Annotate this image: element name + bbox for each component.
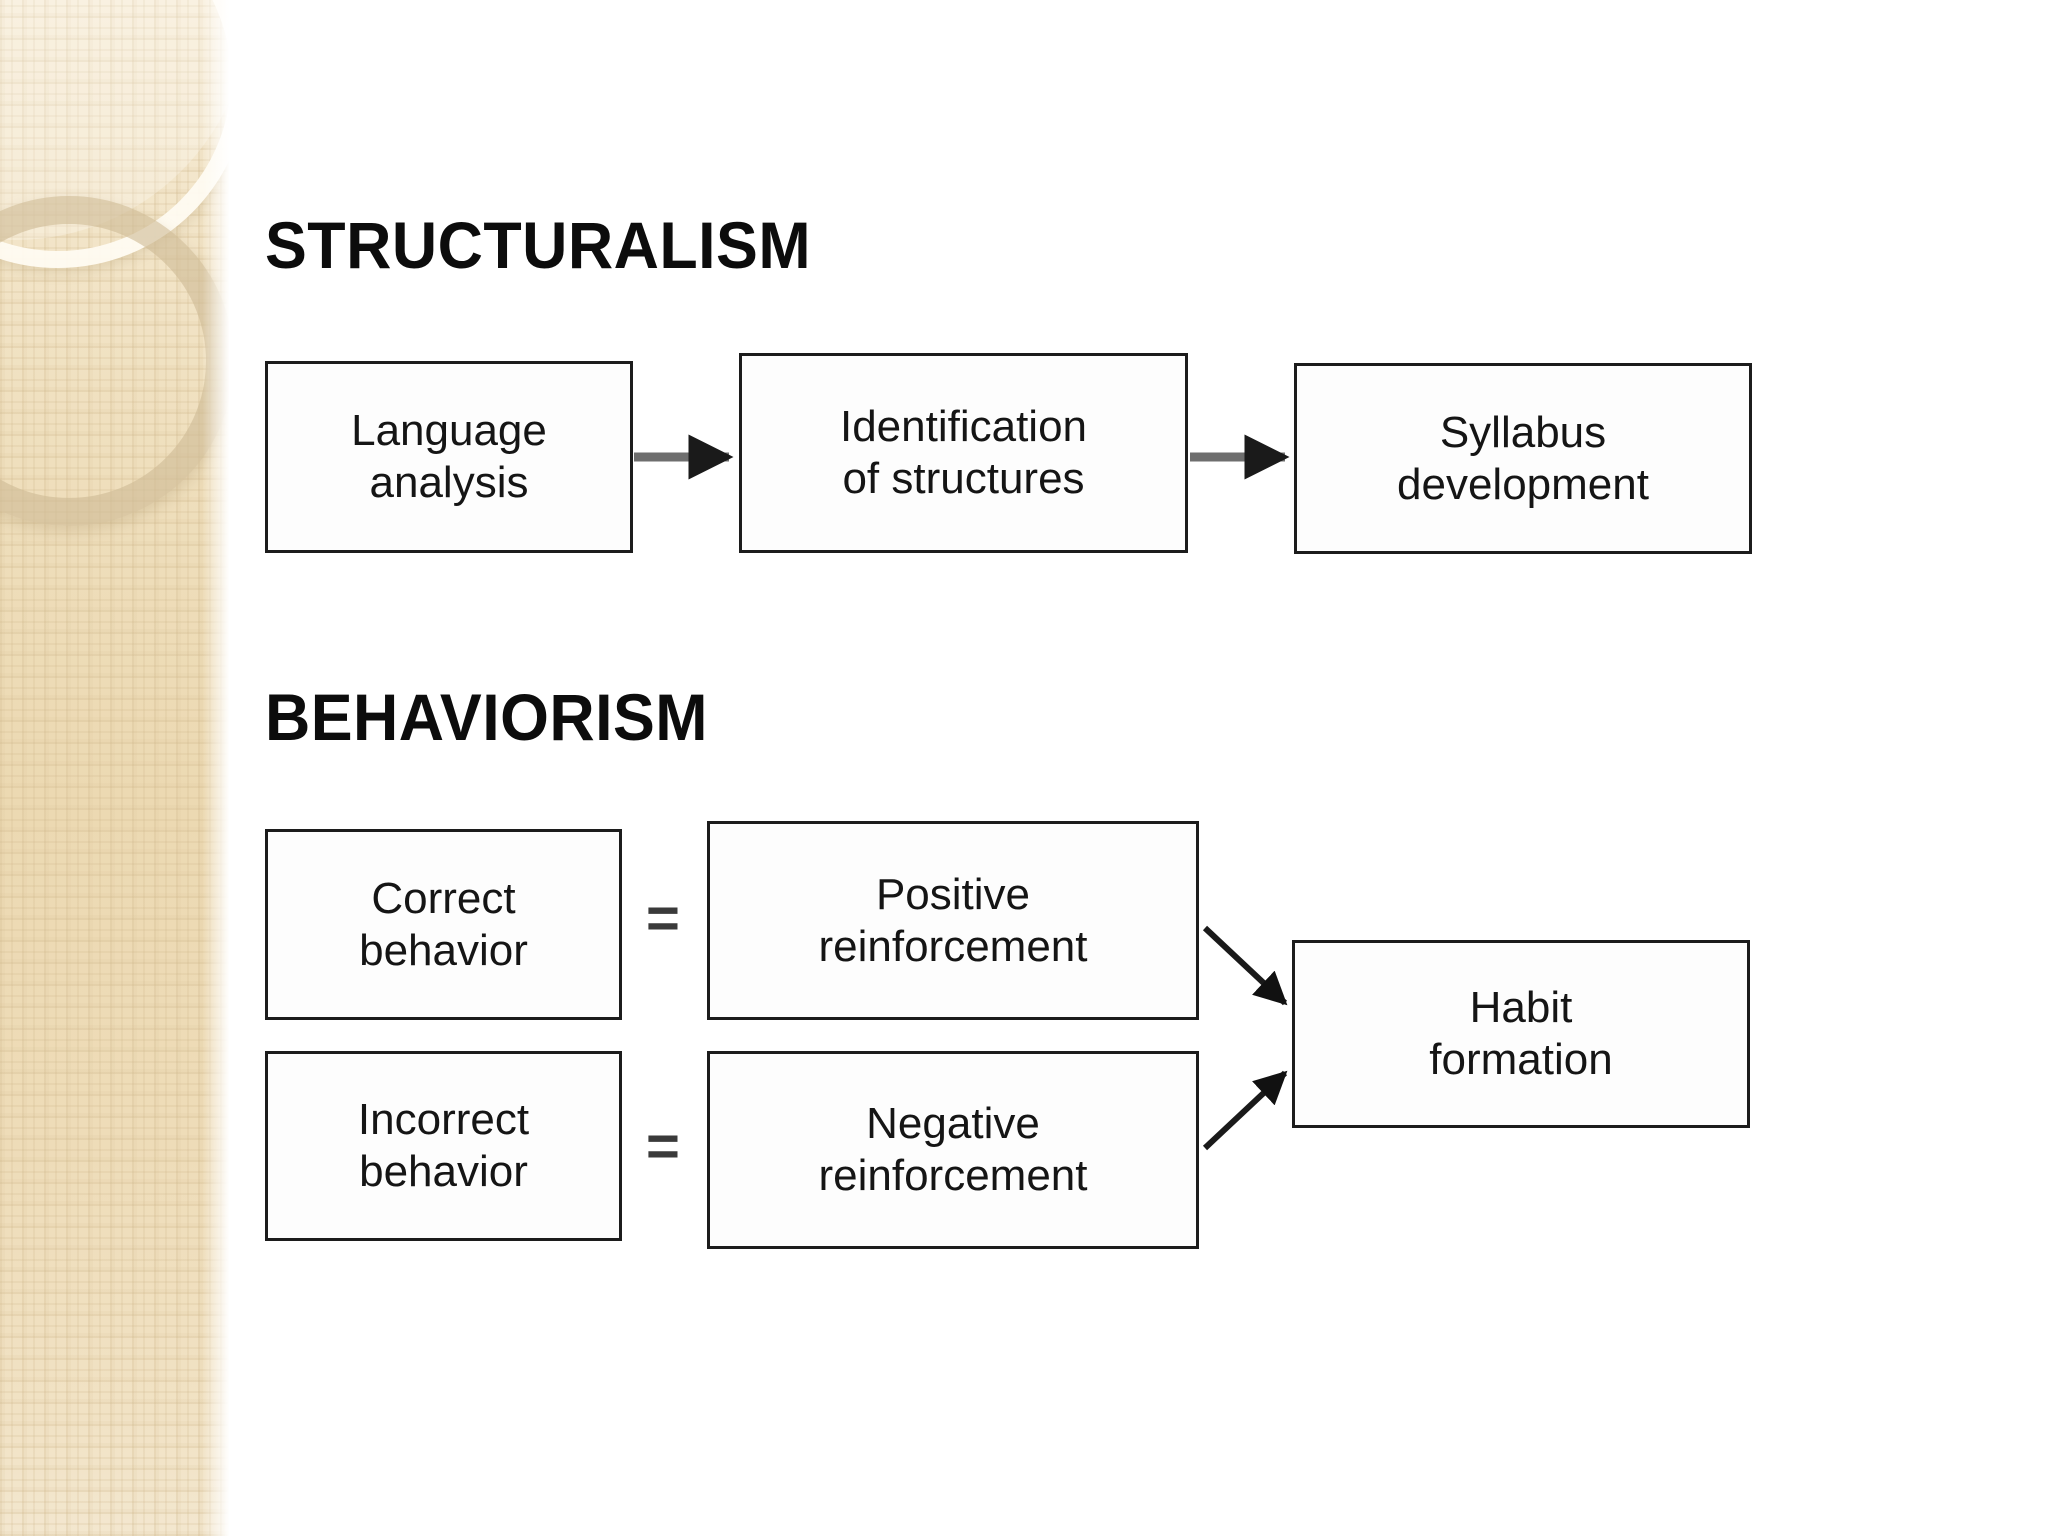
section-heading-structuralism: STRUCTURALISM — [265, 208, 812, 282]
equals-operator-top: = — [646, 886, 680, 951]
decorative-sidebar — [0, 0, 229, 1536]
section-heading-behaviorism: BEHAVIORISM — [265, 680, 708, 754]
equals-operator-bottom: = — [646, 1114, 680, 1179]
sidebar-edge-fade — [203, 0, 229, 1536]
connector-negative-to-habit — [1202, 1070, 1288, 1151]
connector-positive-to-habit — [1202, 925, 1288, 1006]
